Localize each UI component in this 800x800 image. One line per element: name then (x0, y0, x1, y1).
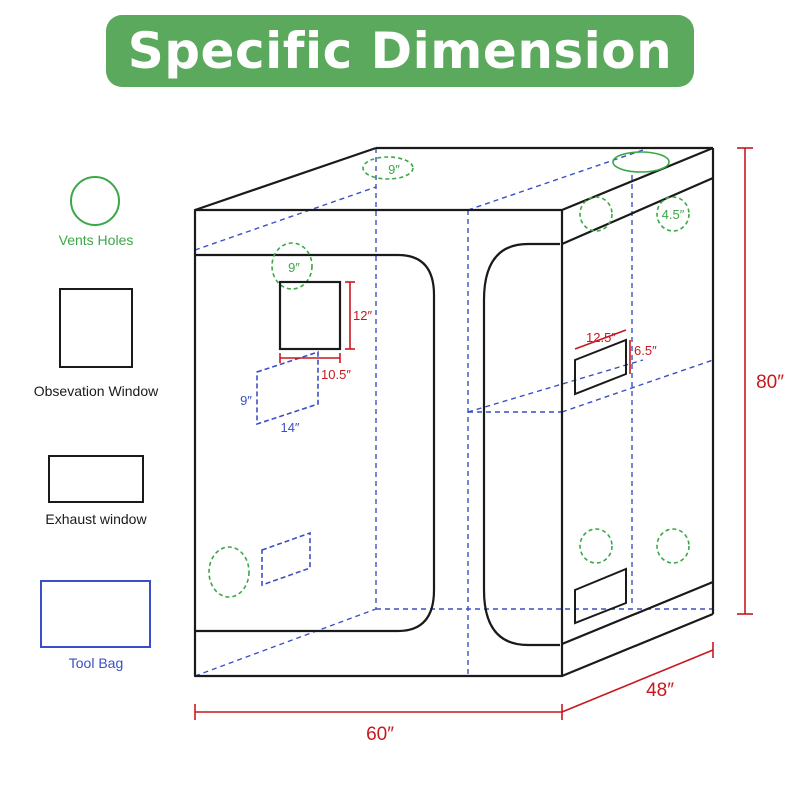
depth-dimension-label: 48″ (646, 680, 674, 701)
top-vent-right-icon (612, 151, 670, 173)
door-zippers (397, 242, 560, 647)
tool-bag-upper (256, 350, 319, 426)
tool-bag-width-label: 14″ (280, 420, 299, 435)
side-vent-top-left-icon (579, 196, 613, 232)
dimension-lines (194, 147, 753, 720)
side-vent-bottom-left-icon (579, 528, 613, 564)
side-window-height-label: 6.5″ (634, 343, 657, 358)
legend-tool-bag-label: Tool Bag (69, 655, 123, 671)
height-dimension-label: 80″ (756, 372, 784, 393)
vent-holes (208, 156, 690, 598)
left-vent-size-label: 9″ (288, 260, 300, 275)
title-banner: Specific Dimension (106, 15, 694, 87)
tent-hidden-edges (194, 148, 714, 677)
side-exhaust-window (574, 567, 627, 625)
legend-observation-window-label: Obsevation Window (34, 383, 159, 399)
tent-outline (193, 146, 715, 678)
top-vent-size-label: 9″ (388, 162, 400, 177)
legend-vent-icon (70, 176, 120, 226)
legend-observation-window-icon (59, 288, 133, 368)
legend-exhaust-window-label: Exhaust window (45, 511, 147, 527)
left-vent-upper-icon (271, 242, 313, 290)
side-vent-bottom-right-icon (656, 528, 690, 564)
tool-bag-height-label: 9″ (240, 393, 252, 408)
top-vent-left-icon (362, 156, 414, 180)
left-vent-lower-icon (208, 546, 250, 598)
side-vent-size-label: 4.5″ (662, 207, 685, 222)
side-observation-window (574, 338, 627, 396)
legend-exhaust-window-icon (48, 455, 144, 503)
legend-vents-holes-label: Vents Holes (59, 232, 134, 248)
observation-window (278, 280, 342, 351)
width-dimension-label: 60″ (366, 724, 394, 745)
page-title: Specific Dimension (127, 22, 673, 80)
obs-window-width-label: 10.5″ (321, 367, 351, 382)
tool-bag-lower (261, 531, 311, 587)
side-window-width-label: 12.5″ (586, 330, 616, 345)
legend-tool-bag-icon (40, 580, 151, 648)
side-vent-top-right-icon (656, 196, 690, 232)
obs-window-height-label: 12″ (353, 308, 372, 323)
